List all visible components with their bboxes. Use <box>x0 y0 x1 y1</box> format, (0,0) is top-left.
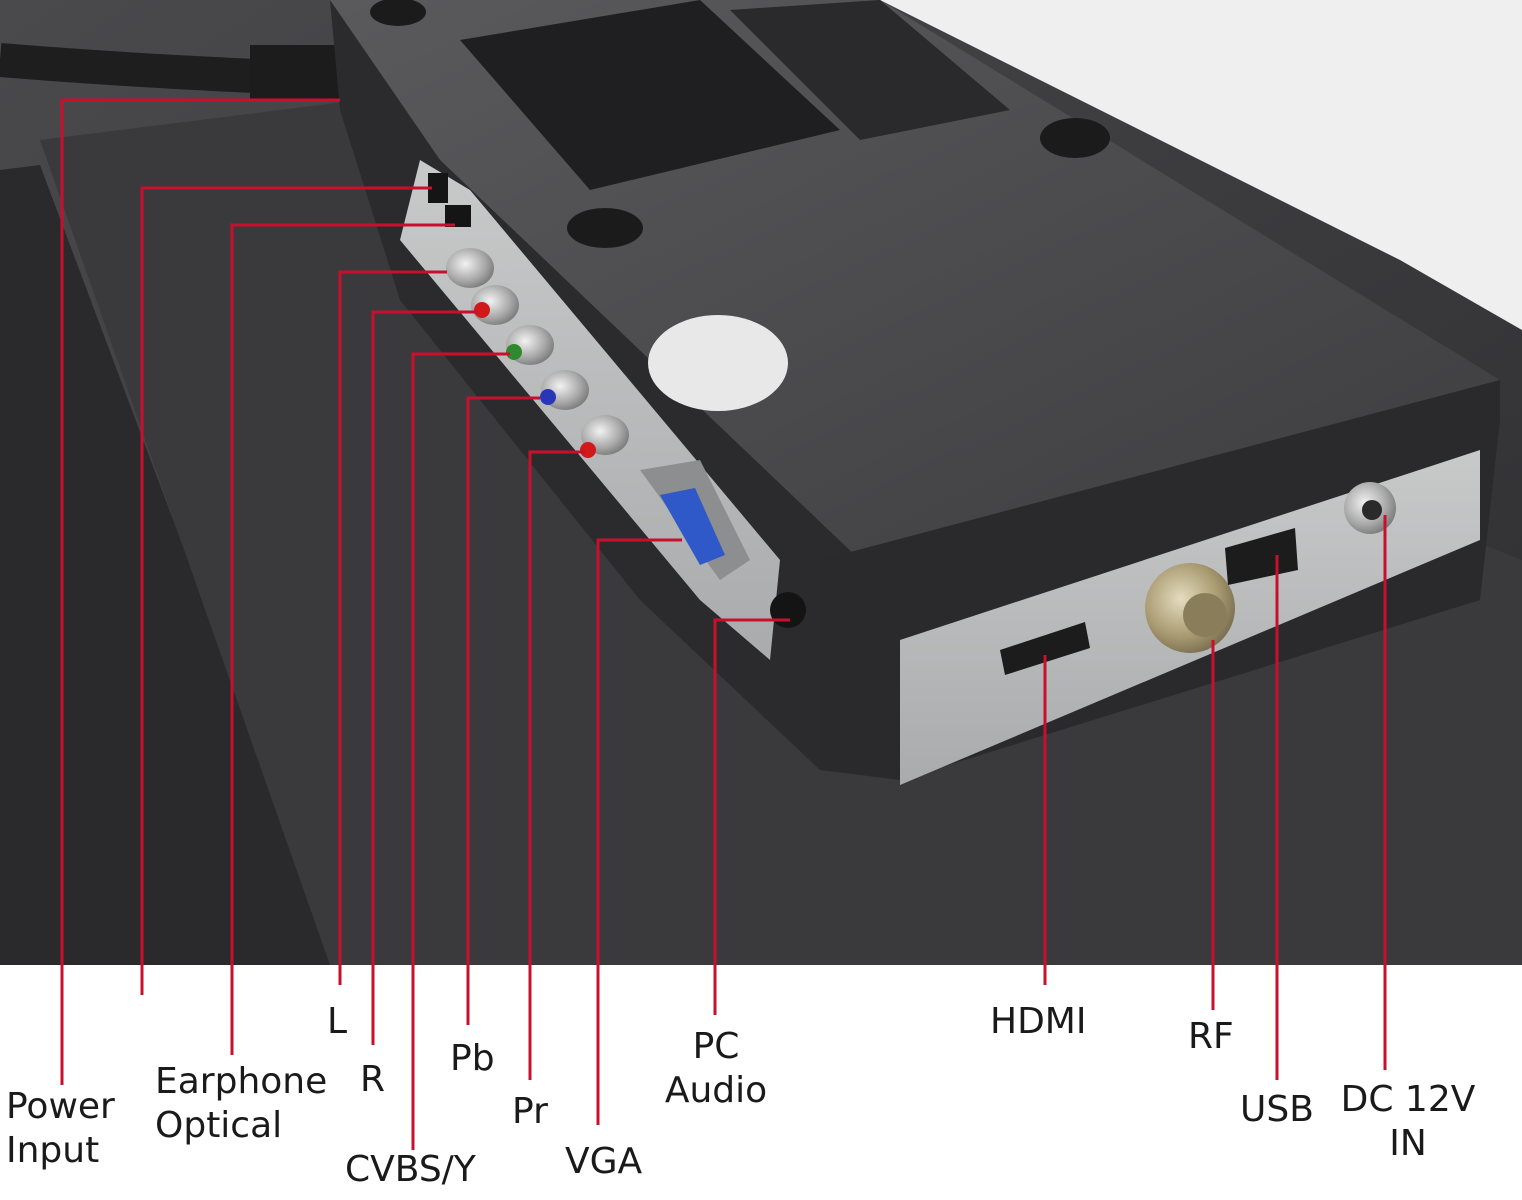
label-power-input: Power Input <box>6 1085 115 1173</box>
rca-cvbs-ring <box>506 344 522 360</box>
usb-port <box>1225 528 1298 585</box>
rca-pr-ring <box>580 442 596 458</box>
label-cvbs-y: CVBS/Y <box>345 1149 476 1190</box>
round-sticker <box>648 315 788 411</box>
hdmi-port <box>1000 622 1090 675</box>
label-r: R <box>360 1059 386 1100</box>
dc-12v-port-center <box>1362 500 1382 520</box>
label-vga: VGA <box>565 1141 643 1182</box>
earphone-optical-port <box>445 205 471 227</box>
label-dc-12v: DC 12V <box>1340 1079 1476 1120</box>
label-power-input-line2: Input <box>6 1130 100 1171</box>
leader-power-input <box>60 98 340 965</box>
label-hdmi: HDMI <box>990 1001 1087 1042</box>
label-power-input-line1: Power <box>6 1086 115 1127</box>
label-in: IN <box>1389 1123 1427 1164</box>
rca-pb-ring <box>540 389 556 405</box>
rca-l-port <box>446 248 494 288</box>
rubber-foot-1 <box>567 208 643 248</box>
power-connector <box>250 45 340 100</box>
spec-sticker-2 <box>730 0 1010 140</box>
floor-left <box>0 165 340 965</box>
leader-pr <box>528 450 585 965</box>
label-optical: Optical <box>155 1105 283 1146</box>
label-rf: RF <box>1188 1016 1234 1057</box>
leader-vga <box>596 538 682 965</box>
leader-r <box>371 310 478 965</box>
leader-lines-lower <box>60 965 1387 1150</box>
label-earphone: Earphone <box>155 1061 328 1102</box>
leader-lines <box>60 98 1387 965</box>
label-pc: PC <box>692 1026 740 1067</box>
rf-port-center <box>1183 593 1227 637</box>
rca-r-ring <box>474 302 490 318</box>
leader-earphone <box>140 186 432 965</box>
rubber-foot-2 <box>1040 118 1110 158</box>
power-input-port <box>428 173 448 203</box>
leader-optical <box>230 223 455 965</box>
label-usb: USB <box>1240 1089 1314 1130</box>
pc-audio-port <box>770 592 806 628</box>
leader-pc-audio <box>713 618 790 965</box>
leader-l <box>338 270 447 965</box>
label-audio: Audio <box>664 1070 768 1111</box>
vga-port-insert <box>660 488 725 565</box>
label-pr: Pr <box>512 1091 548 1132</box>
label-pc-audio: PC Audio <box>660 1025 772 1113</box>
label-earphone-optical: Earphone Optical <box>155 1060 327 1148</box>
tv-rear-ports-photo <box>0 0 1522 965</box>
leader-cvbs <box>411 352 510 965</box>
white-wall-top-right <box>880 0 1522 330</box>
label-pb: Pb <box>450 1038 495 1079</box>
leader-pb <box>466 396 540 965</box>
label-l: L <box>327 1001 348 1042</box>
spec-sticker <box>460 0 840 190</box>
label-dc-12v-in: DC 12V IN <box>1338 1078 1478 1166</box>
rubber-foot-3 <box>370 0 426 26</box>
